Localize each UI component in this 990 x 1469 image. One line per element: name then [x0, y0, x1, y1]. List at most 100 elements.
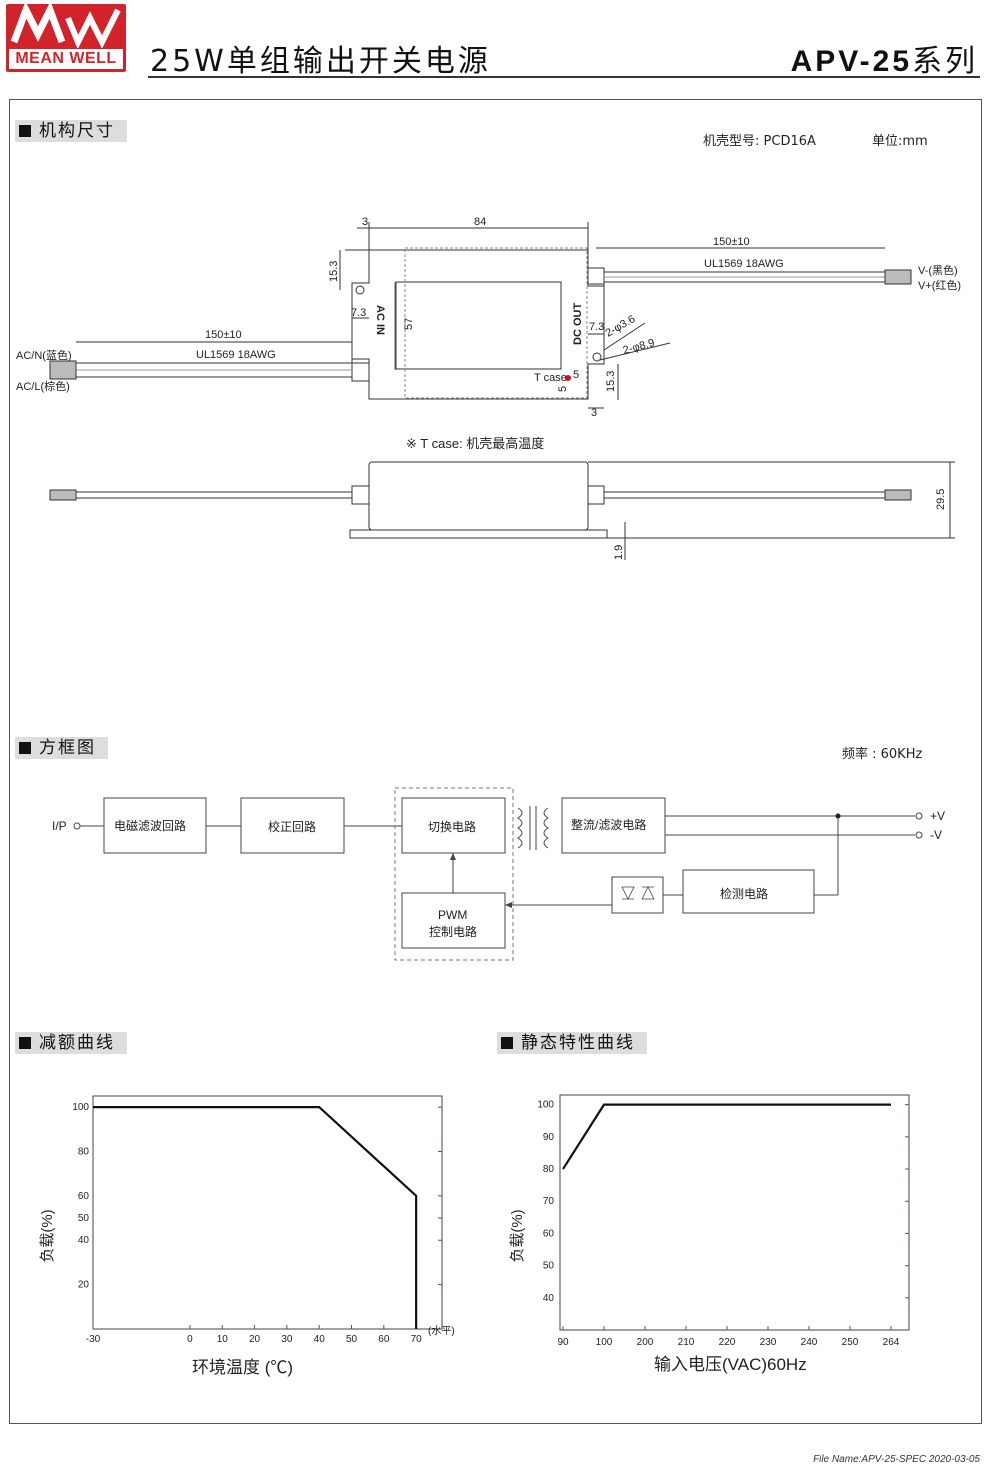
x-unit-label: (水平): [428, 1325, 455, 1337]
x-tick-label: 210: [678, 1337, 695, 1348]
dim-1-9: 1.9: [613, 545, 625, 560]
derating-xlabel: 环境温度 (℃): [192, 1358, 293, 1377]
y-tick-label: 60: [78, 1191, 90, 1202]
x-tick-label: 240: [801, 1337, 818, 1348]
x-tick-label: 250: [842, 1337, 859, 1348]
rectifier-block: [561, 797, 666, 854]
y-tick-label: 50: [78, 1213, 90, 1224]
vminus-label: -V: [930, 828, 942, 842]
dim-5-a: 5: [573, 369, 579, 381]
derating-section-title: 减额曲线: [15, 1032, 127, 1054]
acn-label: AC/N(蓝色): [16, 348, 72, 362]
tcase-dot: [565, 375, 571, 381]
dim-150-right: 150±10: [713, 236, 750, 248]
primary-dashed-box: [394, 787, 514, 961]
rectifier-label: 整流/滤波电路: [571, 817, 646, 832]
pwm-label-2: 控制电路: [429, 924, 477, 939]
frequency-label: 频率 : 60KHz: [842, 747, 923, 762]
y-tick-label: 70: [543, 1196, 555, 1207]
ip-label: I/P: [52, 819, 67, 833]
dim-84: 84: [474, 216, 486, 228]
transformer-secondary: [543, 807, 549, 849]
vplus-label: +V: [930, 809, 945, 823]
x-tick-label: 100: [596, 1337, 613, 1348]
dim-3-top: 3: [362, 216, 368, 228]
x-tick-label: 20: [249, 1334, 261, 1345]
wire-end-right: [884, 269, 912, 285]
wire-left-label: UL1569 18AWG: [196, 349, 276, 361]
dim-15-3-right: 15.3: [605, 371, 617, 392]
y-tick-label: 20: [78, 1280, 90, 1291]
mechanical-section-title: 机构尺寸: [15, 120, 127, 142]
y-tick-label: 40: [78, 1235, 90, 1246]
v-plus-label: V+(红色): [918, 278, 961, 292]
dim-phi89: 2-φ8.9: [622, 337, 656, 357]
y-tick-label: 100: [537, 1100, 554, 1111]
bullet-square-icon: [19, 125, 31, 137]
x-tick-label: 230: [760, 1337, 777, 1348]
y-tick-label: 50: [543, 1261, 555, 1272]
derating-ylabel: 负载(%): [39, 1209, 56, 1262]
pfc-label: 校正回路: [268, 819, 316, 834]
dim-29-5: 29.5: [935, 489, 947, 510]
v-minus-label: V-(黑色): [918, 263, 958, 277]
dim-3-bottom: 3: [591, 407, 597, 419]
emi-label: 电磁滤波回路: [114, 818, 186, 833]
dc-out-label: DC OUT: [572, 303, 584, 345]
bullet-square-icon: [19, 1037, 31, 1049]
strain-relief-left: [351, 358, 370, 382]
x-tick-label: -30: [86, 1334, 101, 1345]
plot-frame: [559, 1094, 910, 1331]
dim-phi36: 2-φ3.6: [604, 313, 638, 340]
x-tick-label: 60: [378, 1334, 390, 1345]
ac-in-label: AC IN: [374, 305, 386, 335]
strain-relief-right: [587, 267, 605, 287]
case-side-view: [368, 461, 589, 531]
acl-label: AC/L(棕色): [16, 379, 70, 393]
wire-end-left: [49, 360, 77, 380]
bullet-square-icon: [501, 1037, 513, 1049]
header-rule: [148, 76, 980, 78]
x-tick-label: 10: [217, 1334, 229, 1345]
block-diagram: I/P 电磁滤波回路 校正回路 切换电路 整流/滤波电路 检测电路 PWM 控制…: [52, 787, 945, 961]
mounting-flange: [349, 529, 608, 539]
model-suffix: 系列: [912, 44, 978, 79]
label-area: [395, 281, 562, 370]
x-tick-label: 200: [637, 1337, 654, 1348]
y-tick-label: 40: [543, 1293, 555, 1304]
dim-7-3-right: 7.3: [589, 321, 604, 333]
transformer-primary: [517, 807, 523, 849]
plot-frame: [92, 1095, 443, 1330]
derating-curve: [93, 1105, 418, 1329]
y-tick-label: 90: [543, 1132, 555, 1143]
y-tick-label: 80: [543, 1164, 555, 1175]
tcase-note: ※ T case: 机壳最高温度: [406, 436, 544, 451]
optocoupler-block: [611, 876, 664, 914]
dim-150-left: 150±10: [205, 329, 242, 341]
model-name: APV-25: [790, 45, 912, 78]
dim-7-3-left: 7.3: [351, 307, 366, 319]
brand-name: MEAN WELL: [9, 49, 123, 69]
x-tick-label: 40: [314, 1334, 326, 1345]
x-tick-label: 264: [883, 1337, 900, 1348]
y-tick-label: 80: [78, 1146, 90, 1157]
x-tick-label: 70: [411, 1334, 423, 1345]
detect-label: 检测电路: [720, 886, 768, 901]
bullet-square-icon: [19, 742, 31, 754]
pwm-label-1: PWM: [438, 908, 467, 922]
tcase-label: T case: [534, 372, 567, 384]
static-curve: [562, 1103, 891, 1170]
detect-block: [682, 869, 815, 914]
static-ylabel: 负载(%): [509, 1209, 526, 1262]
unit-label: 单位:mm: [872, 134, 928, 149]
content-frame: [9, 99, 982, 1424]
x-tick-label: 30: [281, 1334, 293, 1345]
dim-5-b: 5: [557, 386, 569, 392]
static-xlabel: 输入电压(VAC)60Hz: [654, 1355, 807, 1374]
meanwell-logo: MEAN WELL: [6, 4, 126, 72]
